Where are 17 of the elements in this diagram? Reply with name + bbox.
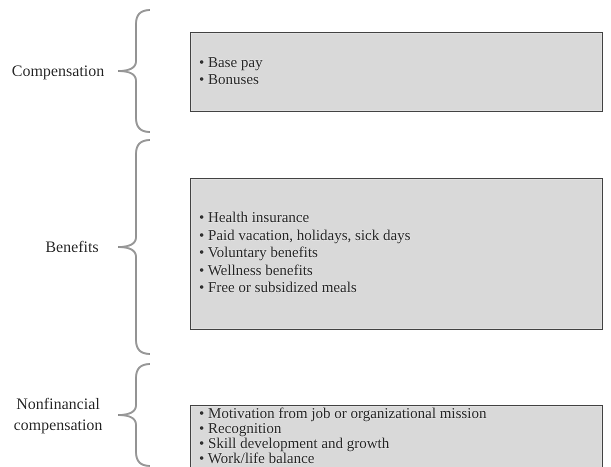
bullet-item: • Base pay bbox=[199, 54, 264, 72]
bullet-item: • Motivation from job or organizational mission bbox=[199, 406, 488, 422]
bullet-item: • Health insurance bbox=[199, 210, 310, 228]
bullet-item: • Voluntary benefits bbox=[199, 245, 319, 263]
bullet-item: • Paid vacation, holidays, sick days bbox=[199, 228, 412, 246]
bullet-item: • Free or subsidized meals bbox=[199, 280, 358, 298]
list-box bbox=[190, 405, 603, 467]
category-label: Compensation bbox=[2, 60, 114, 82]
category-label: Benefits bbox=[30, 236, 114, 258]
category-label: Nonfinancial compensation bbox=[2, 394, 114, 436]
list-box bbox=[190, 32, 603, 112]
list-box bbox=[190, 178, 603, 330]
bullet-item: • Wellness benefits bbox=[199, 262, 314, 280]
bullet-item: • Recognition bbox=[199, 422, 282, 437]
bullet-item: • Work/life balance bbox=[199, 452, 314, 467]
bullet-item: • Skill development and growth bbox=[199, 437, 390, 452]
bullet-item: • Bonuses bbox=[199, 72, 260, 90]
